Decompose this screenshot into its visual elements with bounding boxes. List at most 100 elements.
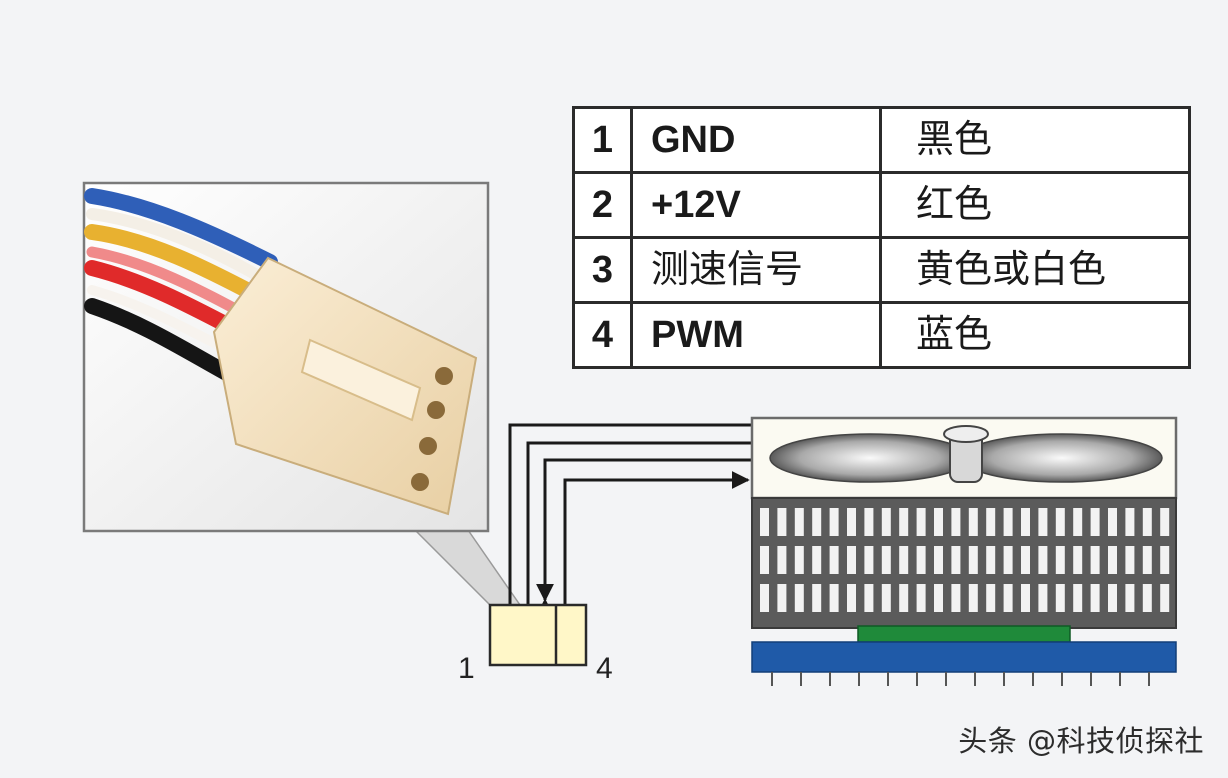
heatsink-fin — [847, 546, 856, 574]
fan-blade-right — [961, 433, 1163, 483]
table-row: 2 +12V 红色 — [572, 171, 1191, 239]
heatsink-fin — [986, 546, 996, 574]
heatsink-fin — [1055, 546, 1065, 574]
heatsink-fin — [1090, 584, 1100, 612]
cpu-cooler — [750, 416, 1178, 686]
heatsink-fins — [751, 497, 1177, 629]
pin-wire-color: 黄色或白色 — [879, 236, 1191, 304]
pin-number: 4 — [572, 301, 633, 369]
wire-yellow — [84, 224, 266, 304]
heatsink-fin — [934, 508, 943, 536]
heatsink-fin — [986, 584, 996, 612]
heatsink-fin — [1021, 584, 1030, 612]
pin-signal: GND — [630, 106, 882, 174]
heatsink-fin — [986, 508, 996, 536]
wire-white — [86, 208, 268, 284]
heatsink-fin — [794, 546, 804, 574]
pin-wire-color: 蓝色 — [879, 301, 1191, 369]
heatsink-fin — [881, 546, 891, 574]
pin-wire-color: 黑色 — [879, 106, 1191, 174]
motherboard-base — [751, 641, 1177, 673]
heatsink-fin — [899, 546, 909, 574]
cpu-pcb — [857, 625, 1071, 643]
heatsink-fin — [829, 508, 839, 536]
heatsink-fin — [812, 584, 822, 612]
heatsink-fin — [881, 508, 891, 536]
heatsink-fin — [1160, 508, 1170, 536]
socket-pin-1-label: 1 — [458, 652, 475, 685]
heatsink-fin — [777, 546, 787, 574]
heatsink-fin — [1108, 584, 1117, 612]
heatsink-fin — [794, 584, 804, 612]
heatsink-fin — [829, 546, 839, 574]
heatsink-fin — [951, 546, 961, 574]
heatsink-fin — [951, 508, 961, 536]
pinout-table: 1 GND 黑色 2 +12V 红色 3 测速信号 黄色或白色 4 PWM 蓝色 — [572, 106, 1191, 369]
heatsink-fin — [760, 546, 769, 574]
heatsink-fin — [760, 508, 769, 536]
heatsink-fin — [864, 584, 874, 612]
heatsink-fin — [899, 508, 909, 536]
heatsink-fin — [864, 508, 874, 536]
heatsink-fin — [899, 584, 909, 612]
watermark: 头条 @科技侦探社 — [958, 724, 1204, 758]
heatsink-fin — [829, 584, 839, 612]
heatsink-fin — [1142, 508, 1152, 536]
heatsink-fin — [794, 508, 804, 536]
heatsink-fin — [1090, 508, 1100, 536]
heatsink-fin — [1055, 584, 1065, 612]
heatsink-fin — [1038, 508, 1048, 536]
heatsink-fin — [1160, 546, 1170, 574]
heatsink-fin — [951, 584, 961, 612]
heatsink-fin — [968, 546, 978, 574]
heatsink-fin — [916, 584, 926, 612]
heatsink-fin — [777, 508, 787, 536]
heatsink-fin — [881, 584, 891, 612]
heatsink-fin — [1073, 546, 1083, 574]
pin-wire-color: 红色 — [879, 171, 1191, 239]
pin-signal: 测速信号 — [630, 236, 882, 304]
photo-callout — [413, 529, 522, 606]
heatsink-fin — [1125, 508, 1135, 536]
heatsink-fin — [1055, 508, 1065, 536]
pin-signal: +12V — [630, 171, 882, 239]
heatsink-fin — [1003, 546, 1013, 574]
heatsink-fin — [934, 546, 943, 574]
heatsink-fin — [1142, 584, 1152, 612]
pin-number: 2 — [572, 171, 633, 239]
heatsink-fin — [916, 546, 926, 574]
heatsink-fin — [847, 584, 856, 612]
table-row: 1 GND 黑色 — [572, 106, 1191, 174]
heatsink-fin — [1003, 584, 1013, 612]
connector-plug — [212, 256, 478, 516]
heatsink-fin — [777, 584, 787, 612]
heatsink-fin — [1021, 546, 1030, 574]
heatsink-fin — [847, 508, 856, 536]
heatsink-fin — [1073, 584, 1083, 612]
heatsink-fin — [1125, 546, 1135, 574]
wire-black — [84, 298, 240, 384]
heatsink-fin — [934, 584, 943, 612]
heatsink-fin — [1038, 546, 1048, 574]
heatsink-fin — [1073, 508, 1083, 536]
heatsink-fin — [1125, 584, 1135, 612]
table-row: 3 测速信号 黄色或白色 — [572, 236, 1191, 304]
heatsink-fin — [812, 508, 822, 536]
pin-number: 1 — [572, 106, 633, 174]
pin-signal: PWM — [630, 301, 882, 369]
heatsink-fin — [1021, 508, 1030, 536]
heatsink-fin — [812, 546, 822, 574]
heatsink-fin — [916, 508, 926, 536]
heatsink-fin — [1108, 508, 1117, 536]
heatsink-fin — [1160, 584, 1170, 612]
header-socket — [488, 603, 588, 667]
table-row: 4 PWM 蓝色 — [572, 301, 1191, 369]
heatsink-fin — [968, 508, 978, 536]
socket-pin-4-label: 4 — [596, 652, 613, 685]
heatsink-fin — [1108, 546, 1117, 574]
heatsink-fin — [968, 584, 978, 612]
heatsink-fin — [1142, 546, 1152, 574]
heatsink-fin — [1090, 546, 1100, 574]
